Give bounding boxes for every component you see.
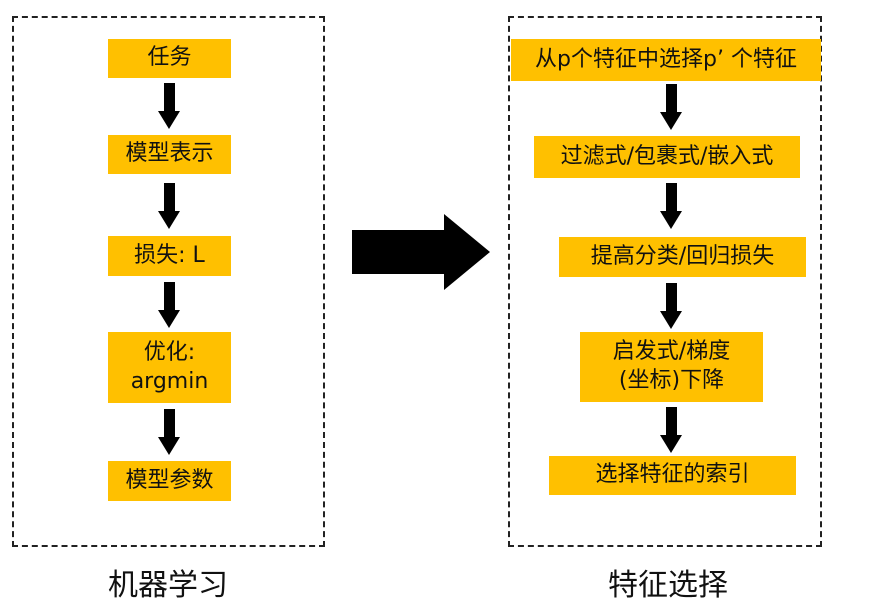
machine-learning-panel xyxy=(12,16,325,547)
loss-box: 损失: L xyxy=(108,236,231,276)
search-method-box: 启发式/梯度 (坐标)下降 xyxy=(580,332,763,402)
search-method-line2: (坐标)下降 xyxy=(618,368,725,393)
task-box: 任务 xyxy=(108,39,231,78)
objective-box: 提高分类/回归损失 xyxy=(559,237,806,277)
feature-indices-box: 选择特征的索引 xyxy=(549,456,796,495)
optimization-label: 优化: xyxy=(143,339,196,365)
search-method-line1: 启发式/梯度 xyxy=(612,339,731,365)
feature-selection-caption: 特征选择 xyxy=(608,568,728,603)
optimization-box: 优化: argmin xyxy=(108,332,231,403)
arrow-down-icon xyxy=(660,84,682,130)
optimization-method: argmin xyxy=(130,368,209,394)
arrow-right-icon xyxy=(352,214,490,290)
method-types-box: 过滤式/包裹式/嵌入式 xyxy=(534,136,800,178)
select-features-box: 从p个特征中选择p’ 个特征 xyxy=(511,39,821,81)
model-parameters-box: 模型参数 xyxy=(108,461,231,501)
arrow-down-icon xyxy=(158,282,180,328)
arrow-down-icon xyxy=(660,283,682,329)
arrow-down-icon xyxy=(660,183,682,229)
machine-learning-caption: 机器学习 xyxy=(108,568,228,603)
arrow-down-icon xyxy=(158,83,180,129)
arrow-down-icon xyxy=(158,183,180,229)
arrow-down-icon xyxy=(158,409,180,455)
arrow-down-icon xyxy=(660,407,682,453)
feature-selection-panel xyxy=(508,16,822,547)
model-representation-box: 模型表示 xyxy=(108,135,231,174)
